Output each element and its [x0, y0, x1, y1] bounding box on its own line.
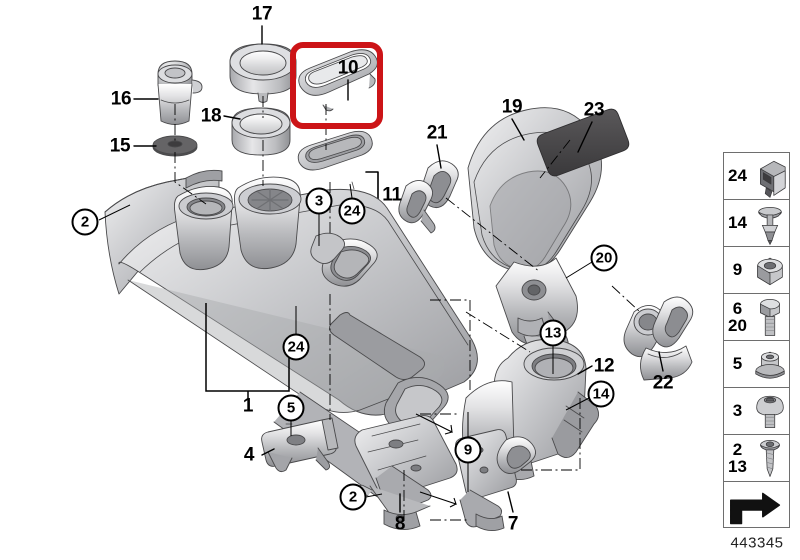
legend-row-14: 14 [724, 200, 789, 247]
leader-lines [133, 25, 664, 513]
part-18-trim-ring-lower [231, 107, 291, 156]
legend-number-2-13: 2 13 [728, 439, 747, 476]
part-22-clamp-bracket [623, 296, 694, 381]
flange-nut-icon [751, 341, 789, 387]
hex-nut-icon [751, 247, 789, 293]
callout-circle-24-clip-console: 24 [282, 333, 310, 361]
part-17-trim-ring-upper [229, 43, 297, 103]
callout-circle-3-screw-tray: 3 [305, 187, 333, 215]
legend-row-direction-arrow [724, 482, 789, 534]
callout-7-rear-bracket: 7 [507, 513, 519, 535]
callout-circle-2-screw-floor: 2 [339, 483, 367, 511]
callout-22-clamp-bracket: 22 [652, 372, 674, 394]
callout-circle-2-screw-left: 2 [71, 208, 99, 236]
callout-23-rubber-mat: 23 [583, 99, 605, 121]
bracket-1 [205, 303, 290, 398]
circle-leader-lines [98, 183, 593, 498]
legend-number-14: 14 [728, 213, 747, 233]
self-tapping-screw-icon [751, 435, 789, 481]
part-1-centre-console-body [104, 169, 478, 501]
callout-15-shift-boot-disc: 15 [109, 135, 131, 157]
legend-number-5: 5 [732, 354, 743, 374]
callout-11-storage-tray-assembly: 11 [382, 184, 402, 206]
part-4-mounting-bracket [261, 417, 339, 473]
legend-number-3: 3 [732, 401, 743, 421]
callout-circle-13-screw-cupholder: 13 [539, 319, 567, 347]
callout-19-armrest: 19 [501, 96, 523, 118]
callout-17-trim-ring-upper: 17 [251, 3, 273, 25]
direction-arrow-icon [724, 482, 789, 534]
callout-16-gear-knob: 16 [110, 88, 132, 110]
legend-row-6-20: 6 20 [724, 294, 789, 341]
callout-circle-5-nut-bracket: 5 [277, 394, 305, 422]
spring-clip-icon [751, 153, 789, 199]
callout-18-trim-ring-lower: 18 [200, 105, 222, 127]
hex-bolt-icon [751, 294, 789, 340]
callout-circle-14-rivet-rear: 14 [587, 380, 615, 408]
legend-row-3: 3 [724, 388, 789, 435]
torx-pan-screw-icon [751, 388, 789, 434]
part-8-floor-bracket [354, 415, 458, 530]
fastener-legend-panel: 24 14 [723, 152, 790, 528]
legend-row-2-13: 2 13 [724, 435, 789, 482]
callout-8-floor-bracket: 8 [394, 513, 406, 535]
part-11-storage-tray [297, 130, 373, 190]
part-15-shift-boot-disc [152, 135, 198, 157]
callout-1-console-assembly: 1 [242, 395, 254, 417]
callout-4-mounting-bracket: 4 [243, 444, 255, 466]
callout-12-rear-console-trim: 12 [593, 355, 615, 377]
callout-10-oval-trim-frame: 10 [337, 57, 359, 79]
callout-circle-24-clip-tray: 24 [338, 197, 366, 225]
callout-21-hinge-bracket: 21 [426, 122, 448, 144]
legend-number-24: 24 [728, 166, 747, 186]
legend-row-24: 24 [724, 153, 789, 200]
part-21-hinge-bracket [398, 160, 459, 234]
legend-row-9: 9 [724, 247, 789, 294]
motion-arrows [415, 413, 457, 508]
legend-number-6-20: 6 20 [728, 298, 747, 335]
callout-circle-20-bolt-armrest: 20 [590, 244, 618, 272]
legend-number-9: 9 [732, 260, 743, 280]
callout-circle-9-nut-floor: 9 [454, 436, 482, 464]
part-10-oval-trim-frame [298, 49, 378, 112]
expanding-rivet-icon [751, 200, 789, 246]
legend-row-5: 5 [724, 341, 789, 388]
diagram-id-number: 443345 [730, 534, 784, 552]
part-16-gear-knob [157, 60, 203, 125]
